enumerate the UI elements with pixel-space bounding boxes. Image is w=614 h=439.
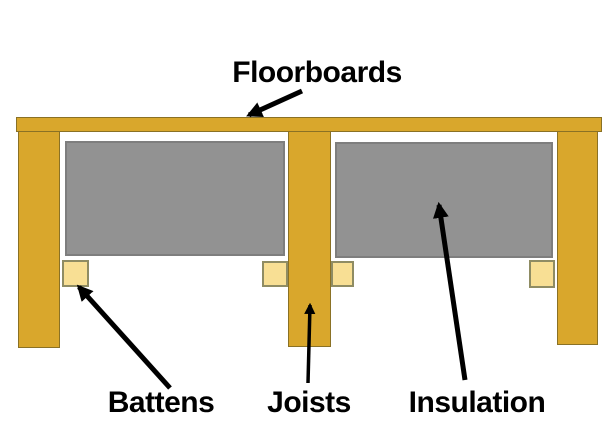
insulation-label: Insulation	[408, 386, 546, 419]
joist-shape-middle	[288, 131, 331, 347]
battens-label: Battens	[107, 386, 215, 419]
joist-shape-left	[18, 131, 60, 348]
batten-shape	[62, 260, 89, 287]
insulation-block-right	[335, 142, 553, 258]
joists-label: Joists	[267, 386, 351, 419]
batten-shape	[529, 260, 555, 288]
floorboard-shape	[16, 117, 602, 132]
joist-shape-right	[557, 131, 598, 345]
floorboards-arrow	[246, 88, 304, 118]
floorboards-label: Floorboards	[232, 56, 402, 89]
battens-arrow	[76, 284, 172, 390]
batten-shape	[331, 261, 354, 287]
batten-shape	[262, 261, 288, 287]
insulation-block-left	[65, 141, 285, 256]
